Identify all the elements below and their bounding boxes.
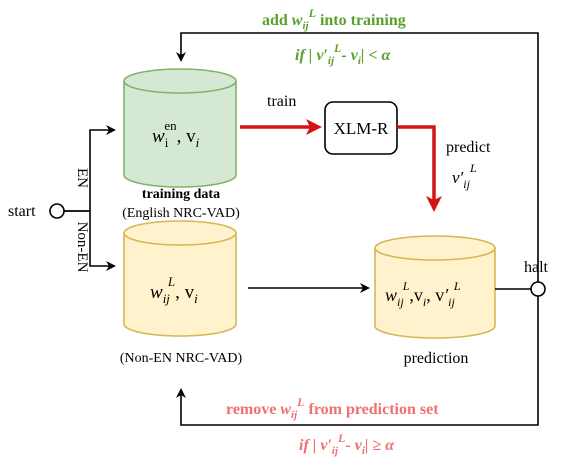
training-cylinder-label: wien, vi (152, 118, 200, 150)
halt-node (530, 281, 546, 297)
training-data-cylinder (123, 68, 237, 188)
training-data-title: training data (142, 187, 220, 202)
bottom-feedback-line (176, 327, 539, 426)
halt-label: halt (524, 259, 549, 276)
train-label: train (267, 93, 296, 110)
prediction-cylinder (374, 235, 496, 339)
predict-label: predict (446, 139, 491, 156)
en-branch-label: EN (74, 168, 90, 188)
predict-arrow (397, 125, 442, 212)
prediction-title: prediction (404, 350, 469, 367)
add-into-training-label: add wijL into training (262, 6, 406, 32)
non-en-data-cylinder (123, 220, 237, 337)
prediction-cylinder-label: wijL,vi, v′ijL (385, 279, 461, 309)
non-en-cylinder-label: wijL, vi (150, 274, 198, 306)
branch-line-non-en (64, 210, 116, 271)
condition-lt-alpha: if | v′ijL- vi| < α (295, 41, 392, 67)
start-node (49, 203, 65, 219)
top-feedback-line (176, 32, 539, 327)
condition-ge-alpha: if | v′ijL- vi| ≥ α (299, 431, 395, 457)
remove-from-prediction-label: remove wijL from prediction set (226, 395, 439, 421)
predict-output-label: v′ijL (452, 161, 477, 191)
xlmr-model-label: XLM-R (334, 119, 389, 138)
non-en-branch-label: Non-EN (74, 222, 90, 273)
training-data-source: (English NRC-VAD) (122, 206, 240, 221)
start-label: start (8, 203, 36, 220)
non-en-data-source: (Non-EN NRC-VAD) (120, 351, 243, 366)
